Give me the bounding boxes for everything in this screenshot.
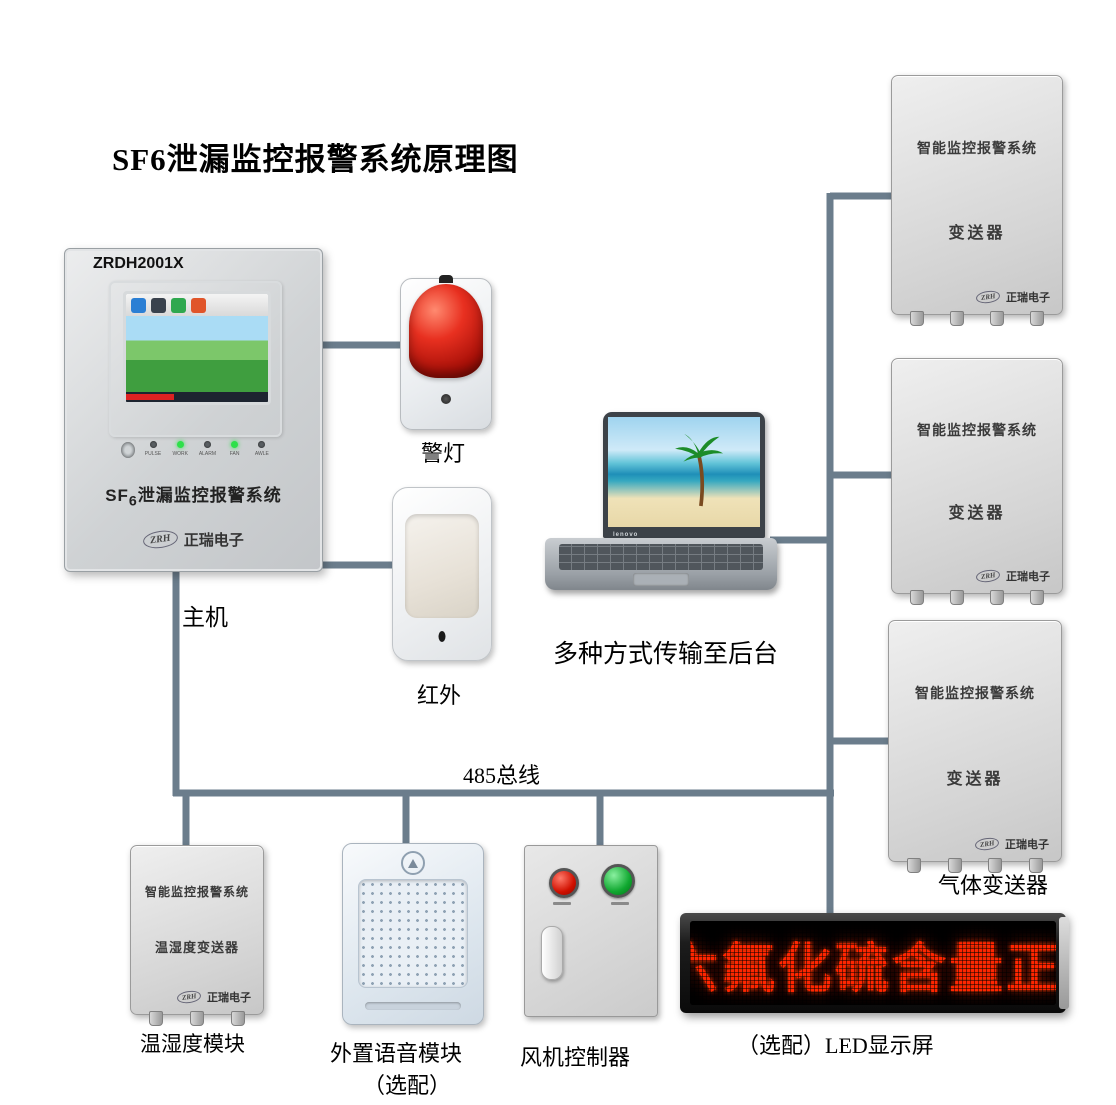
transmitter-title: 智能监控报警系统 bbox=[915, 687, 1035, 703]
buzzer-grille-icon bbox=[121, 442, 135, 458]
button-label-mark bbox=[553, 902, 571, 905]
led-indicator-alarm: ALARM bbox=[198, 441, 216, 457]
pir-caption: 红外 bbox=[417, 683, 462, 708]
cable-glands bbox=[910, 590, 1044, 605]
green-button bbox=[601, 864, 635, 898]
led-indicator-fan: FAN bbox=[226, 441, 244, 457]
alarm-lamp bbox=[400, 275, 492, 430]
main-panel-caption: 主机 bbox=[182, 605, 228, 630]
laptop-touchpad bbox=[633, 573, 689, 586]
button-label-mark bbox=[611, 902, 629, 905]
speaker-grille bbox=[358, 879, 468, 988]
gas-transmitter-caption: 气体变送器 bbox=[938, 873, 1049, 898]
speaker-caption-line1: 外置语音模块 bbox=[330, 1041, 463, 1066]
transmitter-subtitle: 变送器 bbox=[948, 224, 1006, 242]
zrh-logo-mark: ZRH bbox=[142, 528, 179, 551]
gas-transmitter-box-3: 智能监控报警系统 变送器 ZRH 正瑞电子 bbox=[888, 620, 1062, 873]
screen-statusbar bbox=[126, 392, 268, 402]
pir-lens bbox=[405, 514, 479, 618]
panel-name: SF6泄漏监控报警系统 bbox=[105, 486, 282, 510]
alarm-lamp-dot bbox=[441, 394, 451, 404]
fan-controller-box bbox=[524, 845, 658, 1017]
alarm-lamp-dome bbox=[409, 284, 483, 378]
bus-label: 485总线 bbox=[463, 763, 541, 788]
fan-controller-caption: 风机控制器 bbox=[520, 1045, 631, 1070]
zrh-logo: ZRH 正瑞电子 bbox=[892, 289, 1062, 305]
zrh-logo: ZRH 正瑞电子 bbox=[889, 836, 1061, 852]
pir-sensor bbox=[392, 487, 492, 661]
laptop: lenovo bbox=[545, 412, 777, 590]
gas-transmitter-box-1: 智能监控报警系统 变送器 ZRH 正瑞电子 bbox=[891, 75, 1063, 326]
panel-inner-frame bbox=[109, 281, 282, 437]
laptop-base bbox=[545, 538, 777, 590]
transmitter-subtitle: 变送器 bbox=[948, 505, 1006, 523]
voice-module-speaker bbox=[342, 843, 484, 1025]
transmitter-title: 智能监控报警系统 bbox=[917, 423, 1037, 439]
panel-screen bbox=[123, 291, 271, 405]
zrh-logo: ZRH 正瑞电子 bbox=[65, 528, 322, 551]
led-indicator-work: WORK bbox=[171, 441, 189, 457]
red-button bbox=[549, 868, 579, 898]
led-indicator-pulse: PULSE bbox=[144, 441, 162, 457]
alarm-lamp-tip bbox=[439, 275, 453, 283]
alarm-lamp-caption: 警灯 bbox=[421, 441, 466, 466]
diagram-title: SF6泄漏监控报警系统原理图 bbox=[112, 142, 519, 177]
screen-icon-dark bbox=[151, 297, 166, 313]
speaker-logo-icon bbox=[401, 851, 425, 875]
main-control-panel: ZRDH2001X PULSE WORK ALARM FAN bbox=[64, 248, 323, 572]
laptop-wallpaper bbox=[608, 417, 760, 527]
pir-led-dot bbox=[438, 631, 446, 642]
cable-glands bbox=[910, 311, 1044, 326]
screen-icon-orange bbox=[191, 297, 206, 313]
controller-handle bbox=[541, 926, 563, 980]
led-display-text: 六氟化硫含量正 bbox=[690, 938, 1056, 999]
laptop-keyboard bbox=[559, 544, 763, 570]
transmitter-subtitle: 变送器 bbox=[946, 771, 1004, 788]
zrh-logo-text: 正瑞电子 bbox=[183, 533, 244, 549]
led-indicator-power: AWLE bbox=[253, 441, 271, 457]
panel-led-row: PULSE WORK ALARM FAN AWLE bbox=[121, 441, 271, 458]
gas-transmitter-box-2: 智能监控报警系统 变送器 ZRH 正瑞电子 bbox=[891, 358, 1063, 605]
temp-humidity-caption: 温湿度模块 bbox=[140, 1032, 245, 1056]
screen-icon-green bbox=[171, 297, 186, 313]
laptop-brand: lenovo bbox=[613, 532, 639, 538]
cable-glands bbox=[907, 858, 1043, 873]
temp-humidity-subtitle: 温湿度变送器 bbox=[154, 939, 239, 955]
laptop-caption: 多种方式传输至后台 bbox=[553, 641, 779, 668]
panel-model-label: ZRDH2001X bbox=[93, 255, 184, 272]
screen-wallpaper bbox=[126, 316, 268, 392]
zrh-logo: ZRH 正瑞电子 bbox=[131, 989, 263, 1005]
led-display: 六氟化硫含量正 bbox=[680, 913, 1069, 1013]
palm-tree-icon bbox=[675, 433, 724, 507]
cable-glands bbox=[149, 1011, 245, 1026]
screen-progress-bar bbox=[126, 394, 175, 400]
zrh-logo: ZRH 正瑞电子 bbox=[892, 568, 1062, 584]
temp-humidity-title: 智能监控报警系统 bbox=[144, 884, 249, 899]
laptop-screen: lenovo bbox=[603, 412, 765, 538]
screen-toolbar bbox=[126, 294, 268, 316]
led-display-caption: （选配）LED显示屏 bbox=[737, 1033, 934, 1058]
speaker-caption-line2: （选配） bbox=[363, 1073, 452, 1098]
transmitter-title: 智能监控报警系统 bbox=[917, 141, 1037, 157]
speaker-slot bbox=[365, 1002, 461, 1010]
screen-icon-blue bbox=[131, 297, 146, 313]
led-display-screen: 六氟化硫含量正 bbox=[690, 921, 1056, 1005]
temp-humidity-box: 智能监控报警系统 温湿度变送器 ZRH 正瑞电子 bbox=[130, 845, 264, 1026]
